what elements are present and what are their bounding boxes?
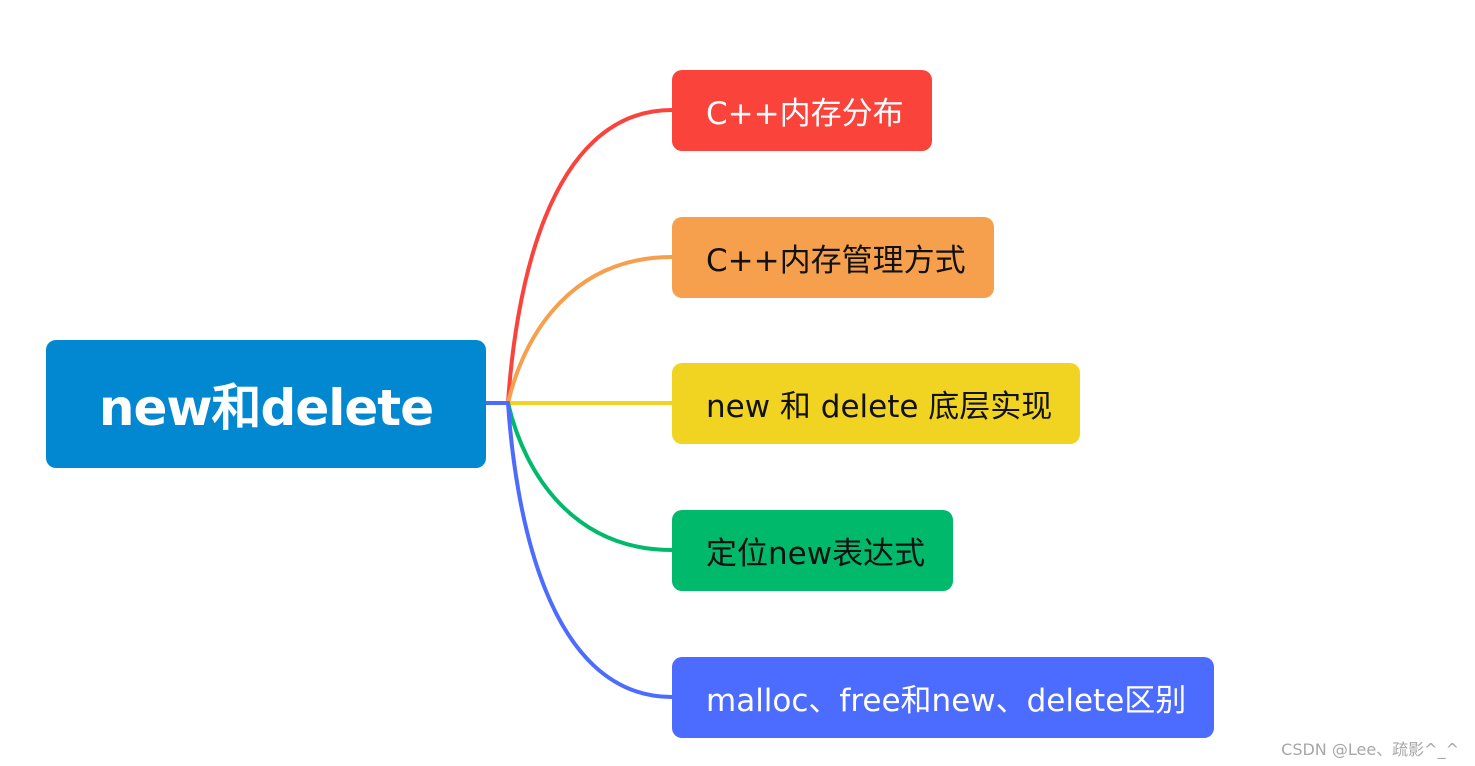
topic-placement-new[interactable]: 定位new表达式 — [672, 510, 954, 591]
root-topic[interactable]: new和delete — [46, 340, 486, 468]
connector-line-4 — [484, 401, 674, 699]
topic-label: 定位new表达式 — [706, 536, 926, 572]
topic-cpp-memory-management[interactable]: C++内存管理方式 — [672, 217, 994, 298]
topic-label: C++内存管理方式 — [706, 243, 966, 279]
topic-cpp-memory-layout[interactable]: C++内存分布 — [672, 70, 932, 151]
topic-malloc-vs-new[interactable]: malloc、free和new、delete区别 — [672, 657, 1215, 738]
connector-line-0 — [484, 108, 674, 405]
root-topic-label: new和delete — [98, 379, 434, 437]
topic-label: C++内存分布 — [706, 96, 904, 132]
watermark: CSDN @Lee、疏影^_^ — [1281, 740, 1459, 759]
topic-new-delete-implementation[interactable]: new 和 delete 底层实现 — [672, 363, 1081, 444]
topic-label: new 和 delete 底层实现 — [706, 389, 1053, 425]
topic-label: malloc、free和new、delete区别 — [706, 683, 1187, 719]
connector-line-1 — [506, 255, 674, 405]
connector-line-3 — [506, 401, 674, 552]
